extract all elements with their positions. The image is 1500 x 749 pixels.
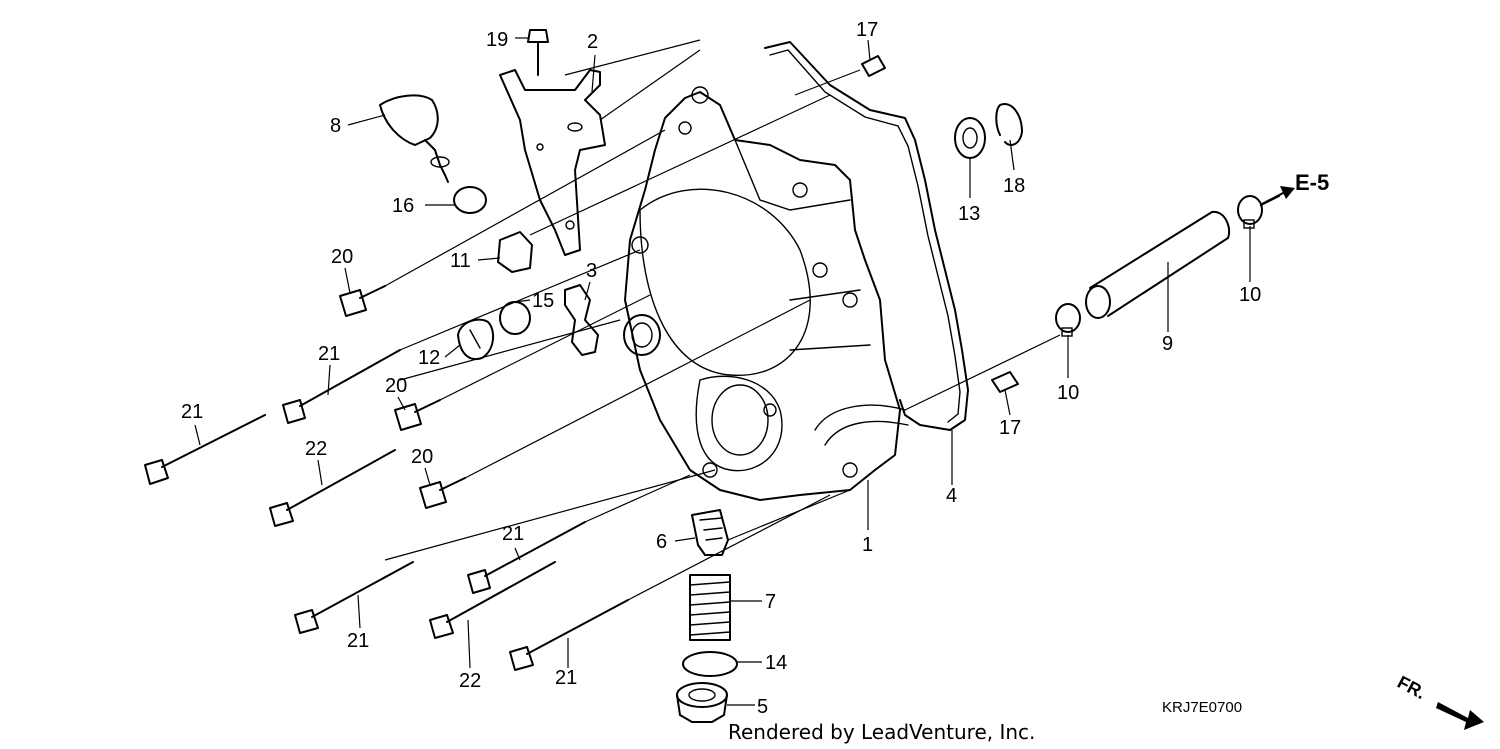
clip-11	[497, 231, 533, 273]
callout-3: 3	[586, 260, 597, 282]
callout-20c: 20	[411, 446, 433, 468]
hose-clamp-10a	[1055, 303, 1081, 337]
callout-16: 16	[392, 195, 414, 217]
bolt-19	[527, 29, 549, 76]
callout-8: 8	[330, 115, 341, 137]
callout-10b: 10	[1239, 284, 1261, 306]
bolt-20c	[419, 481, 447, 509]
assembly-lines	[384, 39, 1281, 601]
callout-19: 19	[486, 29, 508, 51]
reference-arrow	[1261, 186, 1295, 205]
callout-20a: 20	[331, 246, 353, 268]
hose-9	[1085, 210, 1231, 319]
bolt-21d	[294, 609, 319, 634]
bolt-21e	[509, 646, 534, 671]
front-label: FR.	[1394, 672, 1429, 703]
callout-leaders	[194, 37, 1251, 706]
hose-clamp-3	[564, 284, 599, 356]
callout-7: 7	[765, 591, 776, 613]
dowel-pin-17a	[861, 55, 886, 77]
crankcase-cover	[623, 86, 909, 501]
callout-14: 14	[765, 652, 787, 674]
callout-labels: 1 2 3 4 5 6 7 8 9 10 10 11 12 13 14 15 1…	[181, 19, 1261, 718]
callout-11: 11	[450, 250, 471, 272]
cap-5	[676, 682, 728, 723]
callout-21a: 21	[318, 343, 340, 365]
bolts	[144, 285, 629, 671]
front-arrow-icon	[1436, 702, 1484, 730]
callout-21b: 21	[181, 401, 203, 423]
callout-5: 5	[757, 696, 768, 718]
oil-seal-13	[954, 117, 986, 159]
dowel-pin-17b	[991, 371, 1019, 393]
callout-13: 13	[958, 203, 980, 225]
reference-label: E-5	[1295, 170, 1329, 195]
callout-21e: 21	[555, 667, 577, 689]
callout-21d: 21	[347, 630, 369, 652]
front-direction-indicator: FR.	[1394, 672, 1484, 730]
circlip-18	[995, 103, 1023, 146]
bolt-20b	[394, 403, 422, 431]
callout-6: 6	[656, 531, 667, 553]
callout-1: 1	[862, 534, 873, 556]
diagram-code: KRJ7E0700	[1162, 699, 1242, 716]
callout-21c: 21	[502, 523, 524, 545]
bolt-20a	[339, 289, 367, 317]
gasket	[764, 41, 969, 431]
callout-20b: 20	[385, 375, 407, 397]
drain-plug-12	[457, 318, 495, 360]
callout-17a: 17	[856, 19, 878, 41]
callout-22b: 22	[459, 670, 481, 692]
bolt-21b	[144, 459, 169, 485]
bolt-21c	[467, 569, 491, 594]
callout-2: 2	[587, 31, 598, 53]
callout-18: 18	[1003, 175, 1025, 197]
o-ring-16	[453, 186, 487, 214]
callout-4: 4	[946, 485, 957, 507]
bracket	[499, 69, 606, 256]
bolt-21a	[282, 399, 306, 424]
strainer-6	[691, 509, 729, 556]
bolt-22a	[269, 502, 294, 527]
o-ring-14	[682, 651, 738, 677]
dipstick	[379, 94, 450, 183]
callout-17b: 17	[999, 417, 1021, 439]
callout-9: 9	[1162, 333, 1173, 355]
spring-7	[689, 574, 731, 641]
callout-10a: 10	[1057, 382, 1079, 404]
footer-credit: Rendered by LeadVenture, Inc.	[728, 720, 1035, 744]
callout-12: 12	[418, 347, 440, 369]
hose-clamp-10b	[1237, 195, 1263, 229]
callout-15: 15	[532, 290, 554, 312]
bolt-22b	[429, 614, 454, 639]
callout-22a: 22	[305, 438, 327, 460]
